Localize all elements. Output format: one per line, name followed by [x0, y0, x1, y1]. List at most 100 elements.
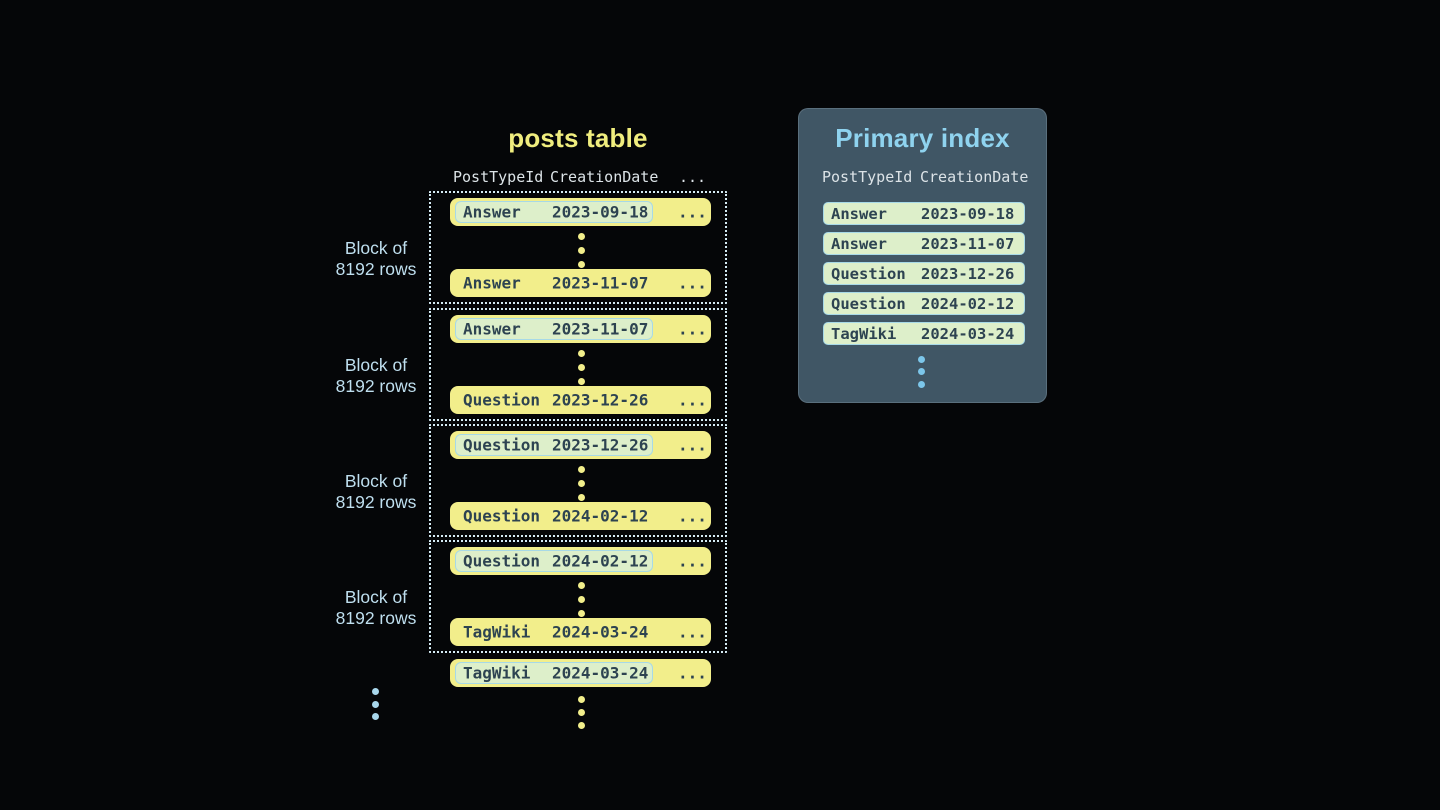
creation-date-cell: 2024-03-24 — [552, 663, 649, 683]
post-type-cell: Answer — [831, 234, 887, 253]
posts-table-row: Answer 2023-11-07... — [450, 315, 711, 343]
post-type-cell: Question — [831, 264, 906, 283]
post-type-cell: Answer — [463, 319, 521, 339]
creation-date-cell: 2023-12-26 — [921, 264, 1015, 283]
index-ellipsis-dot — [917, 355, 925, 363]
creation-date-cell: 2023-12-26 — [552, 435, 649, 455]
posts-table-title: posts table — [508, 123, 648, 153]
granule-first-row-highlight — [455, 661, 653, 684]
post-type-cell: TagWiki — [463, 622, 531, 642]
row-ellipsis: ... — [678, 506, 707, 526]
post-type-cell: Question — [463, 551, 541, 571]
block-ellipsis-dot — [577, 493, 585, 501]
creation-date-cell: 2023-12-26 — [552, 390, 649, 410]
more-blocks-ellipsis-dot — [371, 688, 379, 695]
block-size-label-line1: Block of — [344, 238, 408, 258]
post-type-cell: Answer — [463, 273, 521, 293]
more-blocks-ellipsis-dot — [371, 700, 379, 708]
block-ellipsis-dot — [577, 465, 585, 473]
creation-date-cell: 2023-09-18 — [921, 204, 1015, 223]
block-size-label-line1: Block of — [344, 471, 408, 491]
index-ellipsis-dot — [917, 368, 925, 375]
post-type-cell: Question — [831, 294, 906, 313]
granule-block-2 — [429, 308, 727, 421]
primary-index-title: Primary index — [835, 123, 1010, 153]
post-type-cell: Answer — [831, 204, 887, 223]
primary-index-row: Question 2024-02-12 — [823, 292, 1025, 315]
row-ellipsis: ... — [678, 551, 707, 571]
table-ellipsis-dot — [577, 695, 585, 703]
creation-date-cell: 2023-11-07 — [552, 319, 649, 339]
row-ellipsis: ... — [678, 663, 707, 683]
more-blocks-ellipsis-dot — [371, 713, 379, 720]
creation-date-cell: 2023-11-07 — [552, 273, 649, 293]
posts-header-creationdate: CreationDate — [550, 168, 659, 186]
index-header-posttypeid: PostTypeId — [822, 168, 913, 186]
post-type-cell: TagWiki — [463, 663, 531, 683]
block-ellipsis-dot — [577, 595, 585, 603]
row-ellipsis: ... — [678, 273, 707, 293]
primary-index-panel — [798, 108, 1047, 403]
granule-first-row-highlight — [455, 200, 653, 223]
block-ellipsis-dot — [577, 581, 585, 589]
block-ellipsis-dot — [577, 246, 585, 254]
block-ellipsis-dot — [577, 479, 585, 487]
post-type-cell: Question — [463, 390, 541, 410]
row-ellipsis: ... — [678, 202, 707, 222]
index-ellipsis-dot — [917, 380, 925, 388]
posts-table-row: Question 2023-12-26... — [450, 386, 711, 414]
index-header-creationdate: CreationDate — [920, 168, 1029, 186]
primary-index-row: TagWiki 2024-03-24 — [823, 322, 1025, 345]
table-ellipsis-dot — [577, 721, 585, 729]
creation-date-cell: 2024-02-12 — [921, 294, 1015, 313]
post-type-cell: Question — [463, 506, 541, 526]
block-size-label-line2: 8192 rows — [335, 492, 417, 512]
block-size-label-line2: 8192 rows — [335, 376, 417, 396]
primary-index-row: Answer 2023-09-18 — [823, 202, 1025, 225]
posts-table-row: Question 2024-02-12... — [450, 502, 711, 530]
granule-first-row-highlight — [455, 549, 653, 572]
post-type-cell: Question — [463, 435, 541, 455]
block-size-label-line2: 8192 rows — [335, 608, 417, 628]
block-size-label-line1: Block of — [344, 355, 408, 375]
posts-table-row: Answer 2023-11-07... — [450, 269, 711, 297]
block-size-label-line1: Block of — [344, 587, 408, 607]
posts-table-row: Question 2024-02-12... — [450, 547, 711, 575]
block-ellipsis-dot — [577, 232, 585, 240]
block-ellipsis-dot — [577, 349, 585, 357]
row-ellipsis: ... — [678, 435, 707, 455]
granule-block-4 — [429, 540, 727, 653]
creation-date-cell: 2023-09-18 — [552, 202, 649, 222]
row-ellipsis: ... — [678, 622, 707, 642]
primary-index-row: Answer 2023-11-07 — [823, 232, 1025, 255]
post-type-cell: Answer — [463, 202, 521, 222]
granule-block-1 — [429, 191, 727, 304]
row-ellipsis: ... — [678, 390, 707, 410]
granule-first-row-highlight — [455, 433, 653, 456]
granule-first-row-highlight — [455, 317, 653, 340]
table-ellipsis-dot — [577, 708, 585, 716]
creation-date-cell: 2024-03-24 — [921, 324, 1015, 343]
row-ellipsis: ... — [678, 319, 707, 339]
block-size-label-line2: 8192 rows — [335, 259, 417, 279]
posts-table-row: Answer 2023-09-18... — [450, 198, 711, 226]
block-ellipsis-dot — [577, 377, 585, 385]
granule-block-3 — [429, 424, 727, 537]
creation-date-cell: 2024-02-12 — [552, 506, 649, 526]
posts-header-posttypeid: PostTypeId — [453, 168, 544, 186]
creation-date-cell: 2023-11-07 — [921, 234, 1015, 253]
block-ellipsis-dot — [577, 260, 585, 268]
block-ellipsis-dot — [577, 609, 585, 617]
block-ellipsis-dot — [577, 363, 585, 371]
posts-header-ellipsis: ... — [679, 168, 707, 186]
posts-table-row: TagWiki 2024-03-24... — [450, 659, 711, 687]
post-type-cell: TagWiki — [831, 324, 897, 343]
creation-date-cell: 2024-02-12 — [552, 551, 649, 571]
posts-table-row: Question 2023-12-26... — [450, 431, 711, 459]
